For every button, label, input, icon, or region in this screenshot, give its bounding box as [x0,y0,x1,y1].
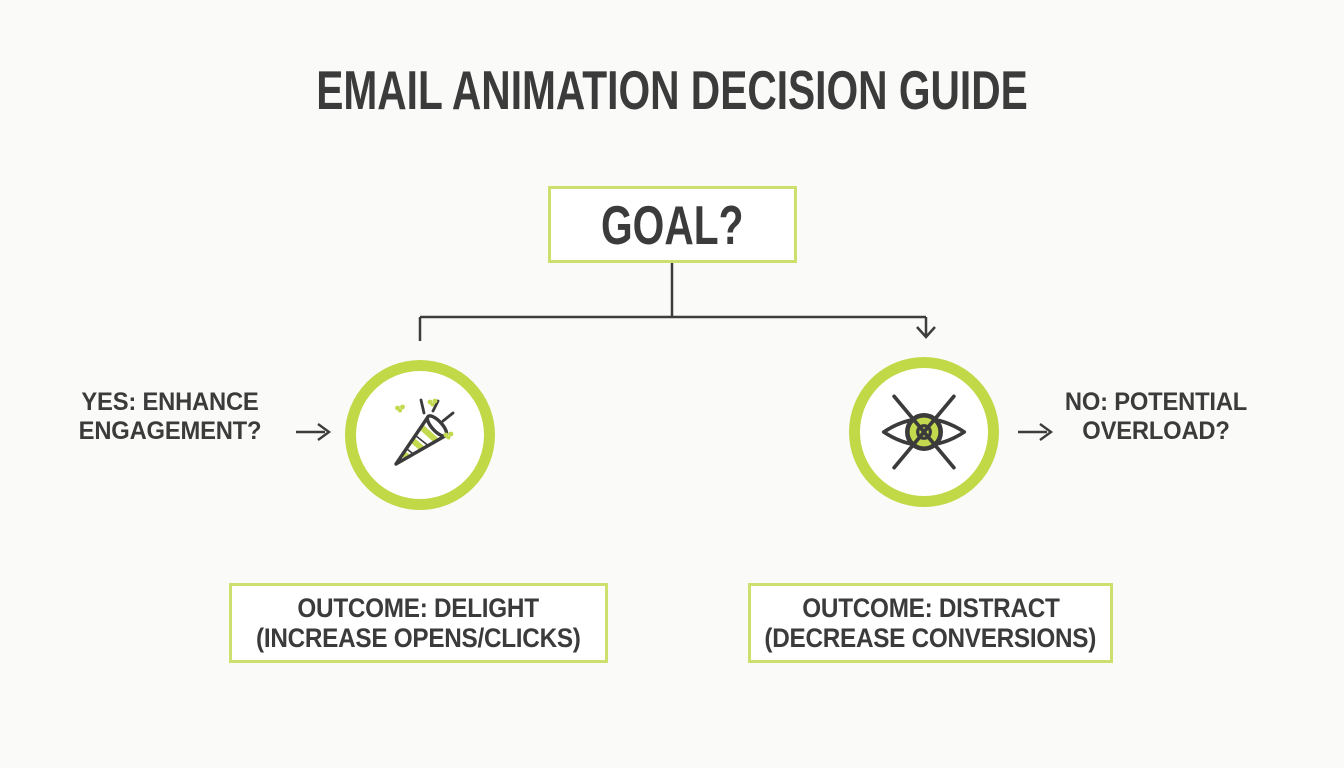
goal-label: GOAL? [601,193,744,256]
arrow-down-icon [916,326,936,339]
arrow-right-icon [296,423,332,441]
no-question-label: NO: POTENTIAL OVERLOAD? [1053,388,1258,446]
outcome-delight-box: OUTCOME: DELIGHT (INCREASE OPENS/CLICKS) [229,583,608,663]
yes-question-label: YES: ENHANCE ENGAGEMENT? [64,388,277,446]
yes-question-line2: ENGAGEMENT? [78,417,262,445]
no-question-line1: NO: POTENTIAL [1064,388,1248,416]
outcome-distract-line1: OUTCOME: DISTRACT [801,593,1060,623]
delight-node-circle [345,360,495,510]
distract-node-circle [849,357,999,507]
outcome-distract-box: OUTCOME: DISTRACT (DECREASE CONVERSIONS) [748,583,1113,663]
eye-crossed-icon [881,394,967,470]
arrow-right-icon [1018,423,1054,441]
no-question-line2: OVERLOAD? [1082,417,1230,445]
outcome-delight-line2: (INCREASE OPENS/CLICKS) [256,623,581,653]
outcome-distract-line2: (DECREASE CONVERSIONS) [764,623,1097,653]
goal-box: GOAL? [548,186,797,263]
outcome-delight-line1: OUTCOME: DELIGHT [297,593,540,623]
party-popper-icon [394,398,455,466]
yes-question-line1: YES: ENHANCE [81,388,259,416]
page-title: EMAIL ANIMATION DECISION GUIDE [316,59,1028,121]
